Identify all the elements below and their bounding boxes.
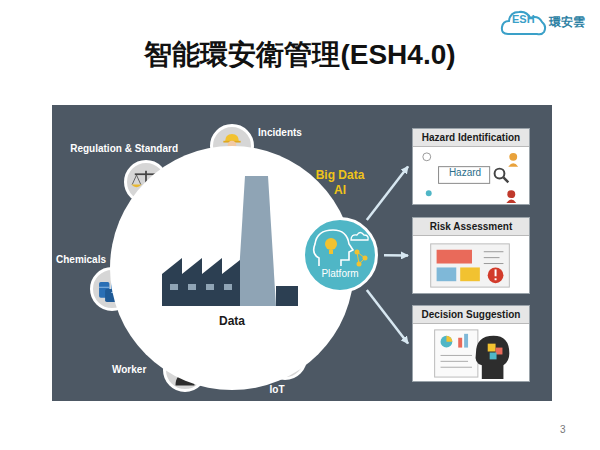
drawing-path — [446, 336, 452, 342]
drawing-path — [484, 252, 504, 264]
drawing-circle — [441, 336, 453, 348]
drawing-circle — [325, 238, 337, 250]
platform-label: Platform — [305, 268, 375, 279]
drawing-circle — [495, 169, 505, 179]
drawing-path — [237, 176, 276, 306]
arrow-connector — [367, 167, 408, 221]
box-heading: Decision Suggestion — [413, 306, 529, 324]
search-word: Hazard — [441, 167, 489, 178]
drawing-rect — [437, 250, 472, 264]
decision-picture — [413, 324, 529, 381]
drawing-rect — [431, 244, 510, 287]
drawing-path — [476, 336, 510, 379]
drawing-path — [357, 252, 365, 264]
drawing-rect — [495, 269, 497, 276]
icon-label: Worker — [112, 364, 146, 375]
result-box: Decision Suggestion — [412, 305, 530, 382]
drawing-circle — [509, 153, 517, 161]
page-number: 3 — [560, 424, 566, 435]
drawing-circle — [507, 190, 515, 198]
drawing-rect — [496, 348, 503, 355]
drawing-circle — [423, 153, 431, 161]
drawing-rect — [206, 284, 214, 290]
drawing-rect — [329, 250, 333, 254]
arrow-connector — [367, 290, 408, 344]
drawing-rect — [464, 334, 468, 348]
result-box: Hazard IdentificationHazard — [412, 128, 530, 205]
slide-title: 智能環安衛管理(ESH4.0) — [0, 36, 600, 74]
icon-label: Regulation & Standard — [66, 143, 178, 154]
drawing-rect — [458, 338, 462, 348]
box-heading: Hazard Identification — [413, 129, 529, 147]
drawing-path — [225, 134, 239, 142]
arrow-connector — [384, 254, 408, 257]
drawing-rect — [439, 167, 490, 184]
ai-head-picture — [305, 220, 375, 290]
data-label: Data — [110, 314, 354, 328]
drawing-path — [441, 355, 472, 367]
drawing-rect — [490, 353, 497, 360]
box-heading: Risk Assessment — [413, 218, 529, 236]
box-picture — [413, 324, 529, 381]
box-picture — [413, 236, 529, 293]
drawing-path — [314, 230, 353, 266]
drawing-rect — [224, 284, 232, 290]
drawing-path — [508, 163, 518, 166]
icon-label: Chemicals — [56, 254, 106, 265]
drawing-rect — [460, 267, 480, 281]
drawing-rect — [495, 278, 497, 280]
drawing-rect — [437, 267, 457, 281]
drawing-path — [506, 200, 516, 203]
drawing-rect — [188, 284, 196, 290]
logo-text: ESH — [512, 13, 535, 25]
drawing-rect — [488, 344, 496, 352]
drawing-path — [351, 233, 368, 241]
risk-picture — [413, 236, 529, 293]
drawing-rect — [276, 286, 298, 306]
drawing-rect — [435, 330, 478, 377]
logo-text: 環安雲 — [549, 14, 585, 31]
drawing-circle — [426, 190, 432, 196]
drawing-circle — [488, 267, 504, 283]
drawing-rect — [170, 284, 178, 290]
drawing-path — [502, 12, 545, 34]
result-box: Risk Assessment — [412, 217, 530, 294]
drawing-path — [162, 258, 240, 306]
icon-label: Incidents — [258, 127, 302, 138]
platform-circle: Big Data AIPlatform — [302, 217, 378, 293]
drawing-path — [503, 177, 508, 182]
ai-heading: Big Data AI — [310, 168, 370, 198]
